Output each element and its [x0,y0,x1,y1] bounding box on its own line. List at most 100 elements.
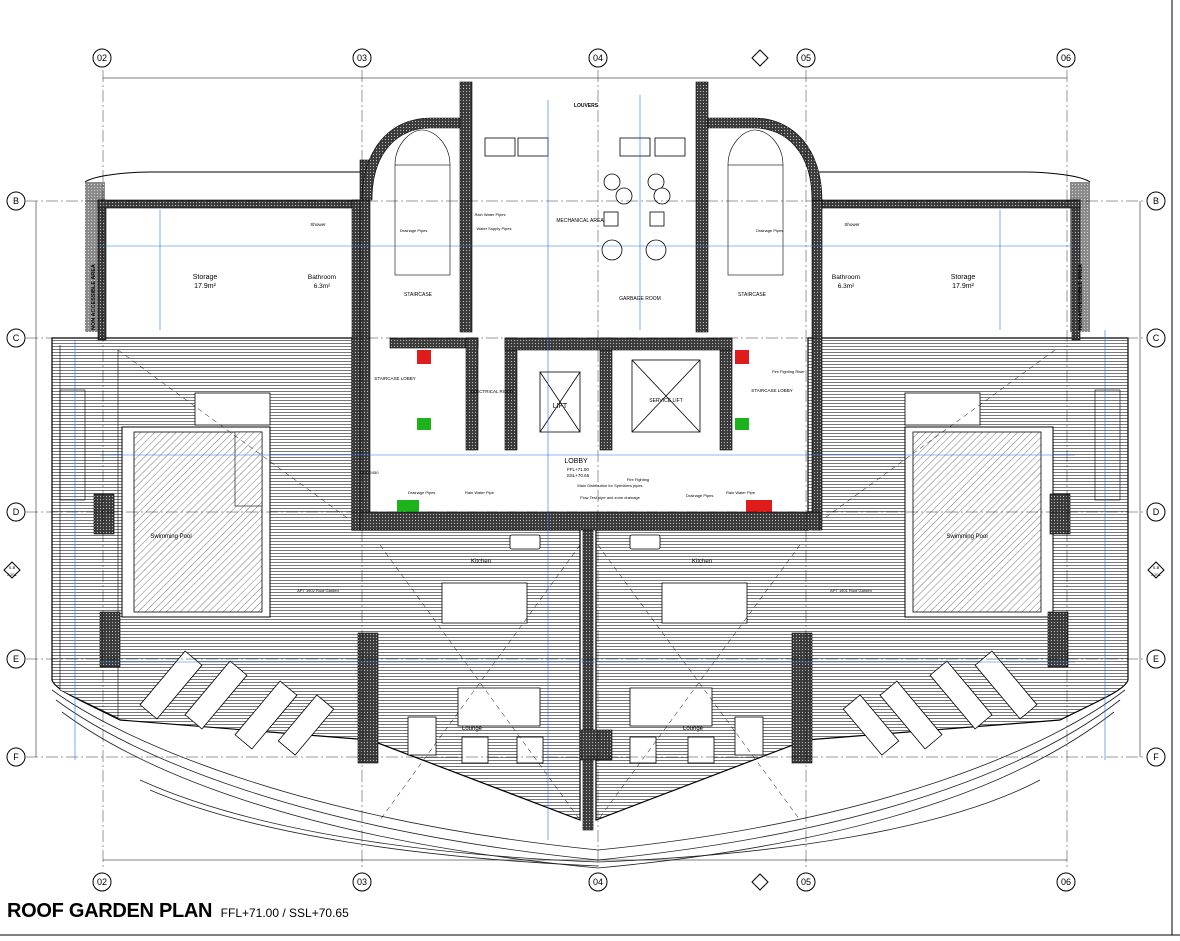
door-tag: 1000 2450 [360,470,380,475]
storage-right-label: Storage [951,274,976,281]
rain-water-pipe-right: Rain Water Pipe [726,490,756,495]
garbage-room-label: GARBAGE ROOM [619,296,661,302]
svg-text:B: B [1153,196,1159,206]
lift-label: LIFT [553,403,568,410]
svg-text:E: E [1153,654,1159,664]
room-labels: Storage 17.9m² Storage 17.9m² Bathroom 6… [91,103,1084,732]
svg-text:A201: A201 [7,572,17,577]
bathroom-right-area: 6.3m² [838,283,855,290]
grid-bubble-03-bottom: 03 [352,872,372,892]
lobby-ffl: FFL+71.00 [567,467,589,472]
grid-bubble-05-top: 05 [796,48,816,68]
svg-text:05: 05 [801,53,811,63]
svg-text:04: 04 [593,877,603,887]
grid-bubble-05-bottom: 05 [796,872,816,892]
section-marker-right: S-B A201 [1147,561,1165,579]
drawing-title-main: ROOF GARDEN PLAN [7,900,213,922]
storage-left-area: 17.9m² [194,283,216,290]
svg-text:A201: A201 [1151,572,1161,577]
sun-loungers-left [139,650,335,756]
pool-right-label: Swimming Pool [946,534,987,540]
grid-bubble-03-top: 03 [352,48,372,68]
svg-text:06: 06 [1061,877,1071,887]
grid-bubble-B-left: B [6,191,26,211]
flow-test-note: Flow Test pipe and zone drainage [580,495,641,500]
grid-bubble-C-left: C [6,328,26,348]
bathroom-right-label: Bathroom [832,274,860,281]
overall-dimensions [35,77,1141,861]
grid-bubble-F-left: F [6,747,26,767]
svg-text:02: 02 [97,877,107,887]
svg-text:04: 04 [593,53,603,63]
main-distribution-note: Main Distribution for Sprinklers pipes [577,483,642,488]
grid-bubble-D-right: D [1146,502,1166,522]
pool-right [904,392,1054,618]
drainage-note-left: Drainage Pipes [400,228,427,233]
grid-bubble-B-right: B [1146,191,1166,211]
svg-text:06: 06 [1061,53,1071,63]
svg-text:B: B [13,196,19,206]
grid-bubble-02-top: 02 [92,48,112,68]
staircase-lobby-left: STAIRCASE LOBBY [374,376,415,381]
svg-text:D: D [13,507,20,517]
grid-bubble-06-bottom: 06 [1056,872,1076,892]
section-marker-top [751,49,769,67]
grid-column-bubbles: 02 03 04 05 06 02 03 04 05 06 [92,48,1076,892]
drawing-title-levels: FFL+71.00 / SSL+70.65 [220,906,349,920]
fire-riser-note: Fire Fighting Riser [772,369,805,374]
staircase-lobby-right: STAIRCASE LOBBY [751,388,792,393]
staircases [59,129,1121,501]
drawing-title: ROOF GARDEN PLAN FFL+71.00 / SSL+70.65 [7,900,349,923]
non-accessible-left-label: NON ACCESSIBLE AREA [91,264,97,330]
grid-bubble-04-top: 04 [588,48,608,68]
drainage-pipes-lobby-left: Drainage Pipes [408,490,435,495]
fire-equipment [397,350,772,512]
drainage-pipes-lobby-right: Drainage Pipes [686,493,713,498]
lounge-left-label: Lounge [462,726,483,732]
svg-text:F: F [1153,752,1159,762]
svg-text:02: 02 [97,53,107,63]
rain-water-pipes-note: Rain Water Pipes [475,212,506,217]
apt-roof-right: APT 1901 Roof Garden [830,588,872,593]
grid-bubble-E-right: E [1146,649,1166,669]
staircase-left-label: STAIRCASE [404,292,433,298]
mechanical-equipment [484,137,686,261]
svg-text:E: E [13,654,19,664]
grid-bubble-F-right: F [1146,747,1166,767]
grid-lines [26,70,1145,870]
shower-note-right: Shower [844,222,860,227]
mechanical-area-label: MECHANICAL AREA [556,218,604,224]
lounge-right-label: Lounge [683,726,704,732]
svg-text:03: 03 [357,877,367,887]
section-marker-left: S-B A201 [3,561,21,579]
grid-bubble-C-right: C [1146,328,1166,348]
grid-row-bubbles: B C D E F B C D E F [6,191,1166,767]
service-notes: Shower Shower Rain Water Pipes Water Sup… [297,212,872,593]
lift-shafts [539,359,701,433]
apt-roof-left: APT 1902 Roof Garden [297,588,339,593]
kitchen-right-label: Kitchen [692,559,712,565]
svg-text:D: D [1153,507,1160,517]
pool-left [121,392,271,618]
drainage-note-right: Drainage Pipes [756,228,783,233]
svg-text:F: F [13,752,19,762]
non-accessible-roof [84,171,1091,332]
grid-bubble-06-top: 06 [1056,48,1076,68]
svg-text:S-B: S-B [1153,565,1160,570]
grid-bubble-E-left: E [6,649,26,669]
svg-text:C: C [13,333,20,343]
bathroom-left-label: Bathroom [308,274,336,281]
dimension-lines [74,95,1106,840]
svg-text:C: C [1153,333,1160,343]
grid-bubble-D-left: D [6,502,26,522]
grid-bubble-02-bottom: 02 [92,872,112,892]
storage-left-label: Storage [193,274,218,281]
louvers-label: LOUVERS [574,103,599,109]
svg-text:03: 03 [357,53,367,63]
apartment-furniture [407,534,764,764]
core-walls [93,81,1081,831]
pool-left-label: Swimming Pool [150,534,191,540]
water-supply-note: Water Supply Pipes [477,226,512,231]
rain-water-pipe-left: Rain Water Pipe [465,490,495,495]
